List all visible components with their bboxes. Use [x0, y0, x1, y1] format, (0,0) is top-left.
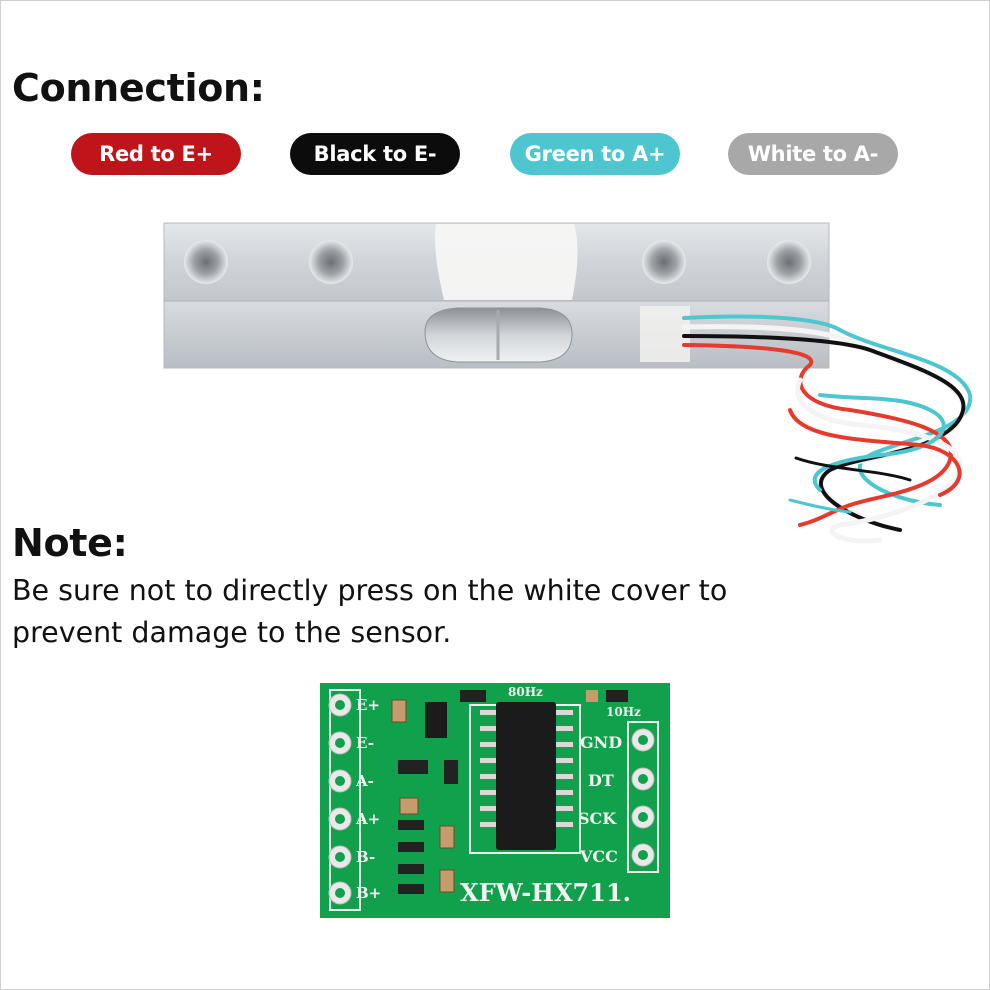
pin-label-gnd: GND: [580, 733, 622, 752]
pin-label-a-minus: A-: [355, 772, 374, 790]
note-heading: Note:: [12, 521, 128, 565]
wire-badge-white: White to A-: [728, 133, 898, 175]
pin-label-e-plus: E+: [356, 696, 380, 714]
pcb: [320, 683, 670, 918]
pin-label-b-plus: B+: [356, 884, 381, 902]
right-pin-pads: [631, 728, 655, 867]
note-text: Be sure not to directly press on the whi…: [12, 570, 727, 654]
wire-badge-green: Green to A+: [510, 133, 680, 175]
pin-label-vcc: VCC: [579, 847, 618, 866]
wire-badge-red: Red to E+: [71, 133, 241, 175]
hx711-chip: [480, 702, 573, 850]
pin-label-a-plus: A+: [355, 810, 380, 828]
rate-label-80hz: 80Hz: [508, 685, 543, 699]
note-line: Be sure not to directly press on the whi…: [12, 574, 728, 607]
note-line: prevent damage to the sensor.: [12, 616, 452, 649]
pin-label-b-minus: B-: [356, 848, 375, 866]
board-model-label: XFW-HX711.: [460, 878, 631, 907]
smd-components: [391, 690, 628, 894]
rate-label-10hz: 10Hz: [606, 705, 641, 719]
wire-badge-black: Black to E-: [290, 133, 460, 175]
connection-heading: Connection:: [12, 66, 265, 110]
pin-label-e-minus: E-: [356, 734, 374, 752]
pin-label-dt: DT: [588, 771, 614, 790]
pin-label-sck: SCK: [578, 809, 617, 828]
left-pin-pads: [328, 693, 352, 905]
